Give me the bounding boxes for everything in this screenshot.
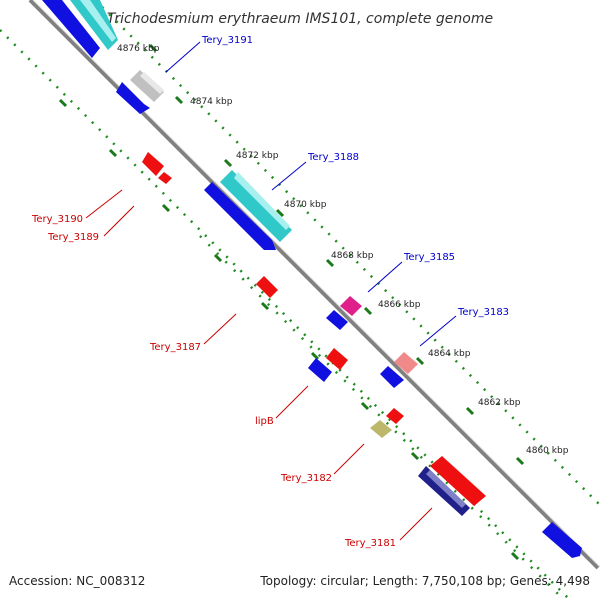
gene-lipb-blue[interactable]	[308, 358, 332, 382]
topology-text: Topology: circular; Length: 7,750,108 bp…	[259, 574, 590, 588]
label-tery-3182[interactable]: Tery_3182	[280, 473, 332, 484]
label-tery-3190[interactable]: Tery_3190	[31, 214, 83, 225]
gene-blue-top[interactable]	[42, 0, 100, 58]
major-ticks	[58, 43, 525, 561]
tick-label-4864: 4864 kbp	[428, 349, 471, 359]
label-tery-3181[interactable]: Tery_3181	[344, 538, 396, 549]
gene-red-3182[interactable]	[386, 408, 404, 424]
tick-label-4872: 4872 kbp	[236, 151, 279, 161]
gene-tery-3189[interactable]	[158, 172, 172, 184]
tick-label-4870: 4870 kbp	[284, 200, 327, 210]
gene-blue-near-3191[interactable]	[116, 82, 150, 114]
tick-track-lower-inner	[199, 235, 561, 597]
gene-tery-3188[interactable]	[220, 170, 292, 242]
gene-tery-3190[interactable]	[142, 152, 164, 176]
map-title: Trichodesmium erythraeum IMS101, complet…	[107, 11, 493, 27]
gene-tery-3185[interactable]	[340, 296, 362, 316]
gene-blue-long[interactable]	[204, 182, 276, 250]
gene-blue-bottom[interactable]	[542, 522, 582, 558]
label-tery-3185[interactable]: Tery_3185	[403, 252, 455, 263]
tick-label-4868: 4868 kbp	[331, 251, 374, 261]
forward-leaders	[165, 41, 457, 347]
label-tery-3188[interactable]: Tery_3188	[307, 152, 359, 163]
tick-label-4862: 4862 kbp	[478, 398, 521, 408]
gene-tery-3181-navy[interactable]	[418, 466, 470, 516]
gene-tery-3187[interactable]	[256, 276, 278, 298]
gene-tery-3182[interactable]	[370, 420, 392, 438]
label-tery-3189[interactable]: Tery_3189	[47, 232, 99, 243]
gene-tery-3183[interactable]	[394, 352, 418, 374]
reverse-leaders	[85, 189, 433, 541]
gene-tery-3191[interactable]	[130, 70, 164, 102]
gene-blue-3183[interactable]	[380, 366, 404, 388]
tick-label-4876: 4876 kbp	[117, 44, 160, 54]
gene-cyan-top[interactable]	[70, 0, 118, 50]
tick-label-4860: 4860 kbp	[526, 446, 569, 456]
gene-blue-3185[interactable]	[326, 310, 348, 330]
label-tery-3187[interactable]: Tery_3187	[149, 342, 201, 353]
gene-tery-3181-red[interactable]	[430, 456, 486, 506]
gene-lipb-red[interactable]	[326, 348, 348, 370]
label-lipb[interactable]: lipB	[255, 416, 274, 427]
accession-text: Accession: NC_008312	[9, 574, 145, 588]
label-tery-3191[interactable]: Tery_3191	[201, 35, 253, 46]
tick-label-4866: 4866 kbp	[378, 300, 421, 310]
label-tery-3183[interactable]: Tery_3183	[457, 307, 509, 318]
tick-label-4874: 4874 kbp	[190, 97, 233, 107]
